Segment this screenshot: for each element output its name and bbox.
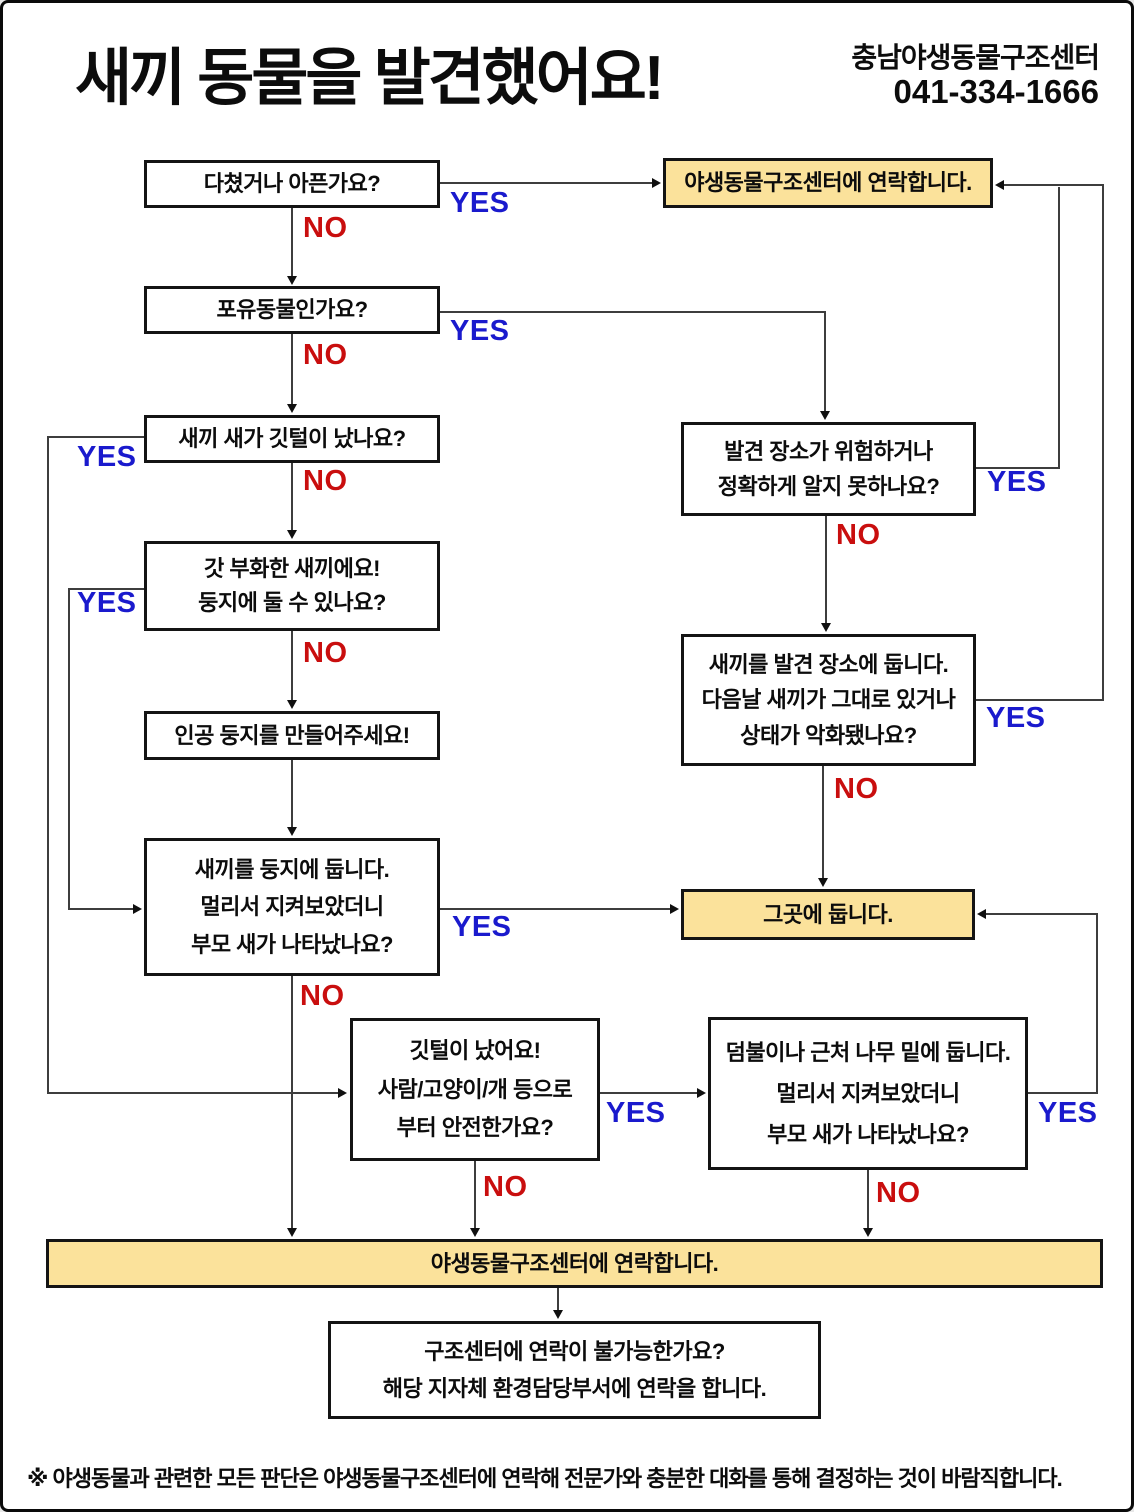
node-leave-it-there: 그곳에 둡니다. <box>681 889 975 940</box>
edge-label-yes-nest-watch: YES <box>452 911 512 943</box>
node-question-hatchling: 갓 부화한 새끼에요! 둥지에 둘 수 있나요? <box>144 541 440 631</box>
edge-label-no-safe-from: NO <box>483 1171 528 1203</box>
node-question-safe-from-people: 깃털이 났어요! 사람/고양이/개 등으로 부터 안전한가요? <box>350 1018 600 1161</box>
node-contact-local-government: 구조센터에 연락이 불가능한가요? 해당 지자체 환경담당부서에 연락을 합니다… <box>328 1321 821 1419</box>
org-phone: 041-334-1666 <box>893 72 1099 110</box>
edge-label-yes-feathers: YES <box>77 441 137 473</box>
node-contact-rescue-center-bottom: 야생동물구조센터에 연락합니다. <box>46 1239 1103 1288</box>
node-question-feathers: 새끼 새가 깃털이 났나요? <box>144 415 440 463</box>
edge-label-no-hatchling: NO <box>303 637 348 669</box>
node-question-bush-watch: 덤불이나 근처 나무 밑에 둡니다. 멀리서 지켜보았더니 부모 새가 나타났나… <box>708 1017 1028 1170</box>
node-contact-rescue-center-top: 야생동물구조센터에 연락합니다. <box>663 158 993 208</box>
edge-label-yes-mammal: YES <box>450 315 510 347</box>
node-question-leave-place: 새끼를 발견 장소에 둡니다. 다음날 새끼가 그대로 있거나 상태가 악화됐나… <box>681 634 976 766</box>
edge-label-no-mammal: NO <box>303 339 348 371</box>
edge-label-yes-bush-watch: YES <box>1038 1097 1098 1129</box>
org-name: 충남야생동물구조센터 <box>851 42 1100 73</box>
node-make-artificial-nest: 인공 둥지를 만들어주세요! <box>144 711 440 760</box>
node-question-place-danger: 발견 장소가 위험하거나 정확하게 알지 못하나요? <box>681 422 976 516</box>
node-question-injured: 다쳤거나 아픈가요? <box>144 160 440 208</box>
edge-label-no-injured: NO <box>303 212 348 244</box>
edge-label-no-feathers: NO <box>303 465 348 497</box>
footer-note: ※ 야생동물과 관련한 모든 판단은 야생동물구조센터에 연락해 전문가와 충분… <box>27 1466 1063 1491</box>
edge-label-yes-place-danger: YES <box>987 466 1047 498</box>
edge-label-yes-hatchling: YES <box>77 587 137 619</box>
page-title: 새끼 동물을 발견했어요! <box>75 44 664 113</box>
edge-label-yes-injured: YES <box>450 187 510 219</box>
edge-label-yes-leave-place: YES <box>986 702 1046 734</box>
edge-label-no-leave-place: NO <box>834 773 879 805</box>
org-block: 충남야생동물구조센터 041-334-1666 <box>851 42 1100 110</box>
edge-label-yes-safe-from: YES <box>606 1097 666 1129</box>
edge-label-no-bush-watch: NO <box>876 1177 921 1209</box>
edge-label-no-place-danger: NO <box>836 519 881 551</box>
edge-label-no-nest-watch: NO <box>300 980 345 1012</box>
node-question-nest-watch: 새끼를 둥지에 둡니다. 멀리서 지켜보았더니 부모 새가 나타났나요? <box>144 838 440 976</box>
node-question-mammal: 포유동물인가요? <box>144 286 440 334</box>
